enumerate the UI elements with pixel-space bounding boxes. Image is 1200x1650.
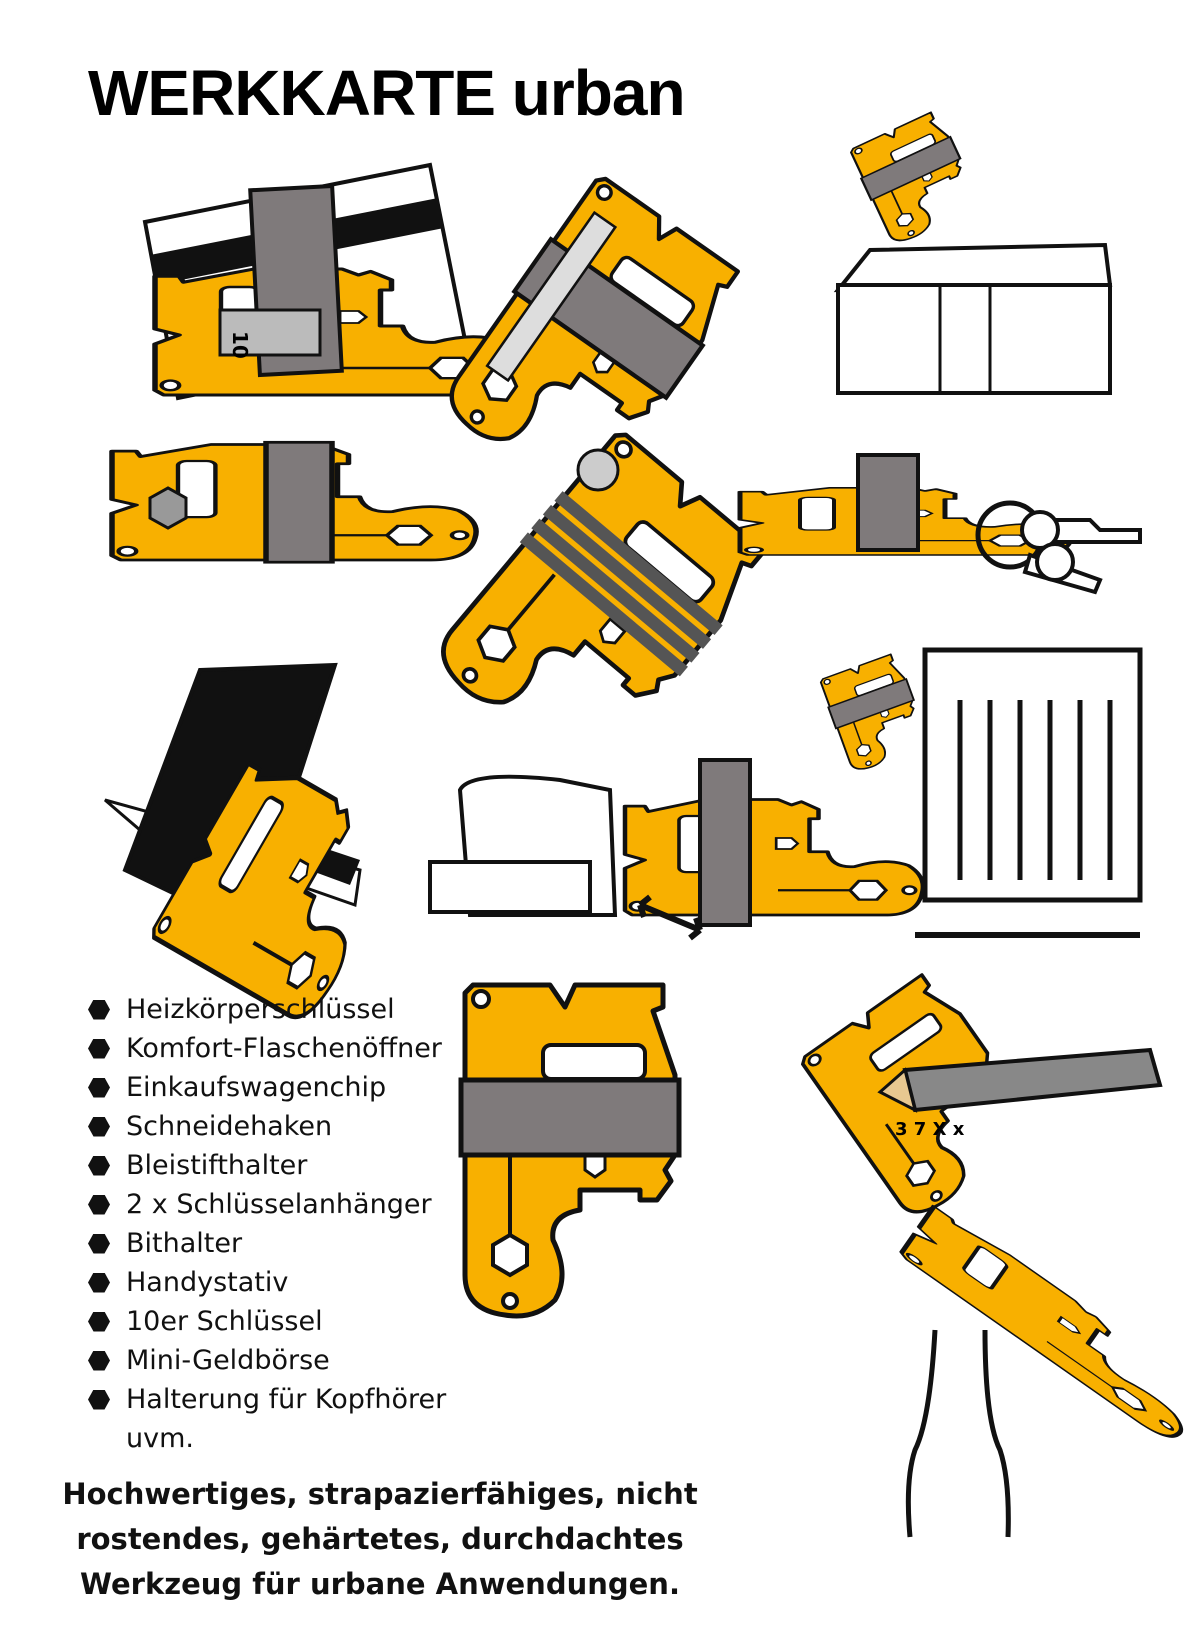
feature-label: Schneidehaken <box>126 1111 333 1142</box>
feature-label: Halterung für Kopfhörer <box>126 1384 447 1415</box>
bottle-opener-scene <box>900 1203 1200 1538</box>
hexagon-bullet-icon <box>88 1038 110 1059</box>
hex-bit-icon <box>148 486 188 530</box>
hexagon-bullet-icon <box>88 1233 110 1254</box>
feature-label: Bleistifthalter <box>126 1150 308 1181</box>
feature-label: Bithalter <box>126 1228 243 1259</box>
game-marks: 3 7 X x <box>895 1119 965 1140</box>
claim-line: Werkzeug für urbane Anwendungen. <box>80 1567 680 1601</box>
feature-list: Heizkörperschlüssel Komfort-Flaschenöffn… <box>88 990 446 1458</box>
feature-more: uvm. <box>126 1423 194 1454</box>
feature-label: Mini-Geldbörse <box>126 1345 330 1376</box>
radiator-scene <box>819 647 1143 938</box>
feature-label: Komfort-Flaschenöffner <box>126 1033 442 1064</box>
tape-measure-scene <box>428 758 923 941</box>
hexagon-bullet-icon <box>88 1389 110 1410</box>
feature-item: Bithalter <box>88 1224 446 1263</box>
cable-winder-scene <box>425 427 777 790</box>
feature-item: Schneidehaken <box>88 1107 446 1146</box>
hexagon-bullet-icon <box>88 1116 110 1137</box>
feature-item: 10er Schlüssel <box>88 1302 446 1341</box>
phone-stand-scene <box>104 662 413 1026</box>
feature-label: Einkaufswagenchip <box>126 1072 387 1103</box>
hexagon-bullet-icon <box>88 1155 110 1176</box>
hexagon-bullet-icon <box>88 1272 110 1293</box>
hexagon-bullet-icon <box>88 1194 110 1215</box>
feature-item: Komfort-Flaschenöffner <box>88 1029 446 1068</box>
feature-item: Mini-Geldbörse <box>88 1341 446 1380</box>
product-claim: Hochwertiges, strapazierfähiges, nicht r… <box>60 1472 700 1607</box>
feature-label: 10er Schlüssel <box>126 1306 323 1337</box>
double-arrow-icon <box>637 894 703 941</box>
keyring-scene <box>740 453 1142 595</box>
feature-item: Handystativ <box>88 1263 446 1302</box>
box-scene <box>833 108 1113 395</box>
wallet-scene: 10 <box>142 162 519 401</box>
feature-label: Heizkörperschlüssel <box>126 994 395 1025</box>
feature-item: Heizkörperschlüssel <box>88 990 446 1029</box>
feature-item: Einkaufswagenchip <box>88 1068 446 1107</box>
wrench-size-label: 10 <box>228 331 252 359</box>
tape-scene <box>436 173 749 510</box>
hexagon-bullet-icon <box>88 1077 110 1098</box>
earbud-icon <box>576 448 620 492</box>
feature-label: Handystativ <box>126 1267 289 1298</box>
feature-item: 2 x Schlüsselanhänger <box>88 1185 446 1224</box>
hexagon-bullet-icon <box>88 1350 110 1371</box>
claim-line: rostendes, gehärtetes, durchdachtes <box>76 1522 684 1556</box>
feature-item: Halterung für Kopfhörer <box>88 1380 446 1419</box>
bit-holder-scene <box>112 440 476 564</box>
feature-item: Bleistifthalter <box>88 1146 446 1185</box>
pencil-holder-scene: 3 7 X x <box>798 967 1163 1225</box>
main-card-illustration <box>461 985 679 1316</box>
hexagon-bullet-icon <box>88 999 110 1020</box>
page-title: WERKKARTE urban <box>88 57 686 129</box>
hexagon-bullet-icon <box>88 1311 110 1332</box>
feature-label: 2 x Schlüsselanhänger <box>126 1189 432 1220</box>
claim-line: Hochwertiges, strapazierfähiges, nicht <box>62 1477 698 1511</box>
